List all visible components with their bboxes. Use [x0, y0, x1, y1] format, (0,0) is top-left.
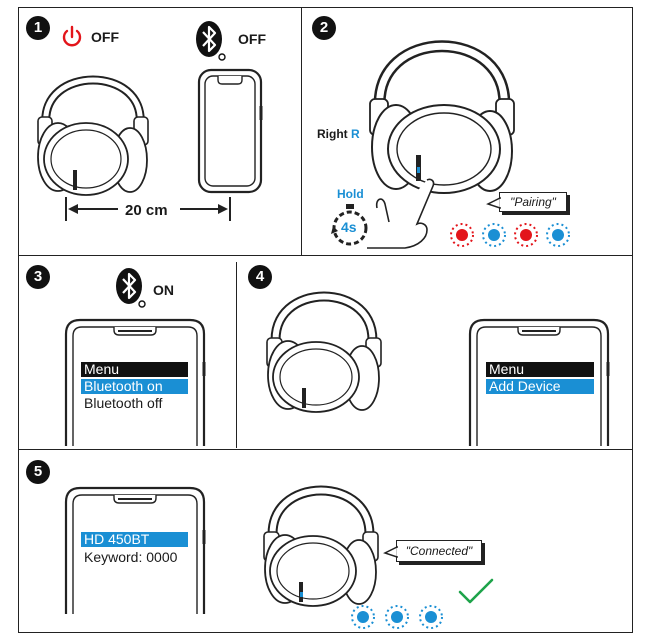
led-indicator-blue-2 — [385, 605, 409, 629]
divider-row2 — [18, 449, 633, 450]
led-indicator-blue-3 — [419, 605, 443, 629]
headphones — [369, 40, 515, 194]
power-state-label: OFF — [91, 29, 119, 45]
checkmark-icon — [458, 578, 494, 604]
stopwatch-icon — [331, 204, 368, 246]
step-number-4: 4 — [248, 265, 272, 289]
step-number-1: 1 — [26, 16, 50, 40]
device-name[interactable]: HD 450BT — [81, 532, 188, 547]
hold-label: Hold — [337, 187, 364, 201]
divider-row1 — [18, 255, 633, 256]
menu-option-add-device[interactable]: Add Device — [486, 379, 594, 394]
bluetooth-icon — [116, 268, 146, 308]
right-side-label: Right R — [317, 127, 360, 141]
divider-step3-step4 — [236, 262, 237, 448]
headphones — [266, 291, 382, 413]
instruction-frame — [18, 7, 633, 633]
pairing-text: "Pairing" — [510, 195, 556, 209]
step-number-5: 5 — [26, 460, 50, 484]
divider-step1-step2 — [301, 7, 302, 255]
menu-option-bluetooth-on[interactable]: Bluetooth on — [81, 379, 188, 394]
pairing-bubble: "Pairing" — [499, 192, 567, 212]
step-number-3: 3 — [26, 265, 50, 289]
hold-time-label: 4s — [341, 219, 357, 235]
headphones — [37, 75, 149, 196]
step-number-2: 2 — [312, 16, 336, 40]
bluetooth-state-label: OFF — [238, 31, 266, 47]
device-keyword: Keyword: 0000 — [84, 549, 178, 565]
bubble-tail — [486, 196, 502, 210]
bubble-tail — [383, 545, 399, 559]
distance-label: 20 cm — [125, 202, 168, 219]
menu-option-bluetooth-off[interactable]: Bluetooth off — [84, 395, 163, 411]
led-indicator-blue-2 — [546, 223, 570, 247]
smartphone — [197, 68, 263, 194]
distance-arrow — [65, 197, 231, 221]
led-indicator-red-2 — [514, 223, 538, 247]
headphones — [263, 485, 379, 607]
menu-title: Menu — [81, 362, 188, 377]
right-side-text: Right — [317, 127, 348, 141]
menu-title: Menu — [486, 362, 594, 377]
hand-icon — [367, 178, 435, 249]
led-indicator-blue-1 — [351, 605, 375, 629]
bluetooth-icon — [196, 21, 226, 61]
led-indicator-blue-1 — [482, 223, 506, 247]
bluetooth-state-label: ON — [153, 282, 174, 298]
connected-bubble: "Connected" — [396, 540, 482, 562]
right-side-letter: R — [351, 127, 360, 141]
led-indicator-red-1 — [450, 223, 474, 247]
smartphone — [64, 486, 206, 614]
connected-text: "Connected" — [405, 544, 473, 558]
power-icon — [62, 25, 82, 47]
